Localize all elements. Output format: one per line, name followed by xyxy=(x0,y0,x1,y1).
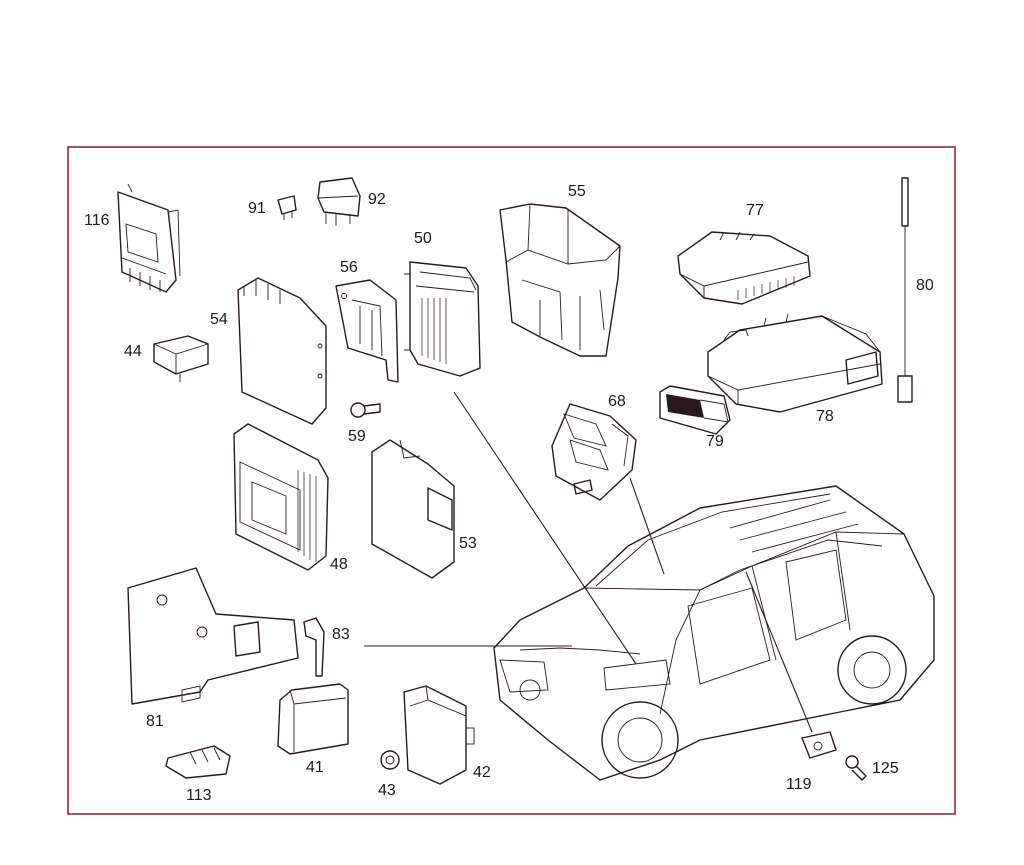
label-53: 53 xyxy=(459,535,477,552)
part-119-sensor xyxy=(801,731,837,759)
label-43: 43 xyxy=(378,782,396,799)
label-80: 80 xyxy=(916,277,934,294)
label-92: 92 xyxy=(368,191,386,208)
part-79-connector xyxy=(659,385,731,435)
part-83-clip xyxy=(303,617,325,677)
label-91: 91 xyxy=(248,200,266,217)
label-48: 48 xyxy=(330,556,348,573)
part-43-grommet xyxy=(380,750,400,770)
vehicle-outline xyxy=(493,485,935,781)
label-50: 50 xyxy=(414,230,432,247)
part-44-relay xyxy=(153,335,209,382)
label-125: 125 xyxy=(872,760,899,777)
part-55-bracket xyxy=(499,203,621,357)
label-54: 54 xyxy=(210,311,228,328)
part-56-bracket-plate xyxy=(335,279,399,383)
leader-line-68 xyxy=(629,477,665,575)
part-78-module xyxy=(707,313,883,413)
label-113: 113 xyxy=(186,787,212,804)
label-119: 119 xyxy=(786,776,812,793)
label-56: 56 xyxy=(340,259,358,276)
label-79: 79 xyxy=(706,433,724,450)
label-59: 59 xyxy=(348,428,366,445)
label-81: 81 xyxy=(146,713,164,730)
leader-line-50 xyxy=(453,391,637,665)
part-91-fuse xyxy=(277,195,297,220)
leader-lines xyxy=(364,391,813,733)
part-50-amplifier xyxy=(404,261,481,377)
part-80-antenna xyxy=(897,177,913,403)
part-59-screw xyxy=(350,402,381,418)
label-42: 42 xyxy=(473,764,491,781)
part-116-control-unit xyxy=(117,183,181,293)
label-41: 41 xyxy=(306,759,324,776)
part-41-module xyxy=(277,683,349,755)
part-48-control-unit xyxy=(233,423,329,571)
part-68-switch-unit xyxy=(551,403,637,501)
part-labels: 116 91 92 50 55 77 80 56 54 44 59 68 79 … xyxy=(84,183,934,804)
part-92-relay xyxy=(317,177,361,226)
leader-line-119 xyxy=(745,571,813,733)
part-42-module xyxy=(403,685,475,785)
label-68: 68 xyxy=(608,393,626,410)
label-83: 83 xyxy=(332,626,350,643)
label-55: 55 xyxy=(568,183,586,200)
part-53-control-unit xyxy=(371,439,455,579)
label-44: 44 xyxy=(124,343,142,360)
label-78: 78 xyxy=(816,408,834,425)
part-125-screw xyxy=(845,755,867,781)
diagram-frame xyxy=(67,146,956,815)
label-77: 77 xyxy=(746,202,764,219)
label-116: 116 xyxy=(84,212,110,229)
part-81-bracket xyxy=(127,567,299,705)
part-113-bracket xyxy=(165,745,231,779)
part-77-module xyxy=(677,231,811,305)
part-54-control-unit xyxy=(237,277,327,425)
